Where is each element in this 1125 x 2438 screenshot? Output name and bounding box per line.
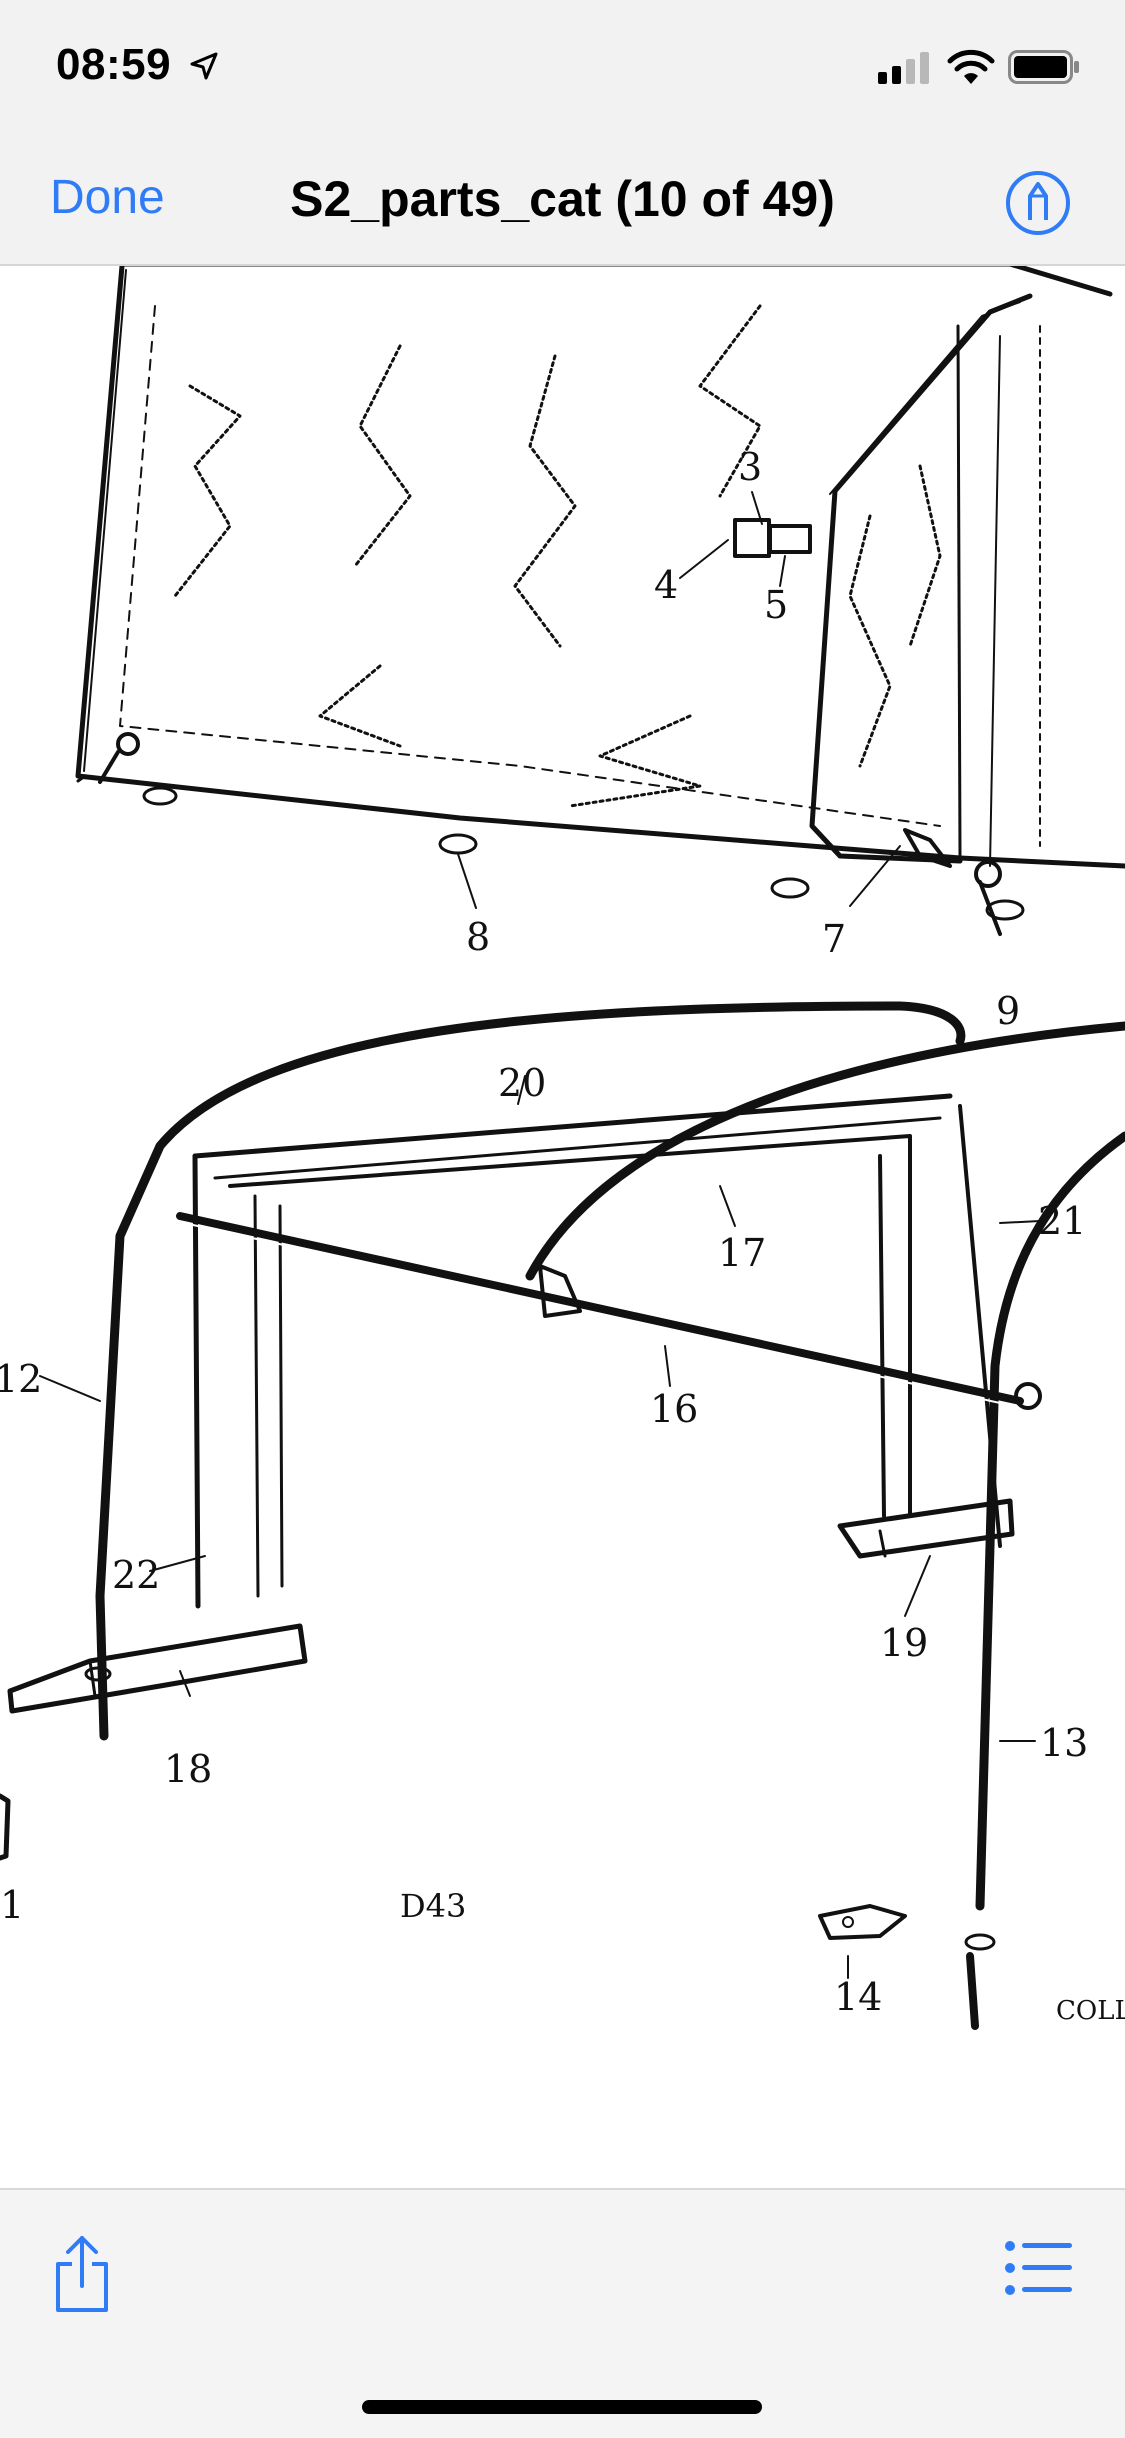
callout-21: 21 (1038, 1199, 1087, 1243)
wifi-icon (946, 48, 996, 91)
list-view-icon[interactable] (1004, 2240, 1074, 2301)
callout-19: 19 (880, 1621, 929, 1665)
cut-off-label: COLL (1056, 1996, 1125, 2026)
callout-17: 17 (718, 1231, 767, 1275)
bottom-toolbar (0, 2188, 1125, 2438)
callout-8: 8 (466, 915, 491, 959)
callout-5: 5 (764, 583, 789, 627)
callout-13: 13 (1040, 1721, 1089, 1765)
parts-diagram-drawing (0, 266, 1125, 2030)
diagram-code: D43 (400, 1887, 467, 1925)
callout-9: 9 (996, 989, 1021, 1033)
share-icon[interactable] (50, 2234, 114, 2319)
location-arrow-icon (188, 50, 220, 87)
markup-pen-icon[interactable] (1003, 168, 1073, 243)
battery-icon (1008, 50, 1080, 89)
document-title: S2_parts_cat (10 of 49) (290, 171, 835, 227)
callout-3: 3 (738, 445, 763, 489)
callout-12: 12 (0, 1357, 43, 1401)
callout-22: 22 (112, 1553, 161, 1597)
callout-4: 4 (654, 563, 679, 607)
document-page-view[interactable]: 3 4 5 7 8 9 20 21 17 16 12 22 19 18 13 1… (0, 266, 1125, 2188)
callout-20: 20 (498, 1061, 547, 1105)
callout-7: 7 (822, 917, 847, 961)
status-time: 08:59 (56, 40, 172, 89)
status-bar: 08:59 (0, 0, 1125, 140)
cellular-signal-icon (878, 52, 934, 89)
callout-18: 18 (164, 1747, 213, 1791)
home-indicator[interactable] (362, 2400, 762, 2414)
callout-14: 14 (834, 1975, 883, 2019)
navigation-bar: Done S2_parts_cat (10 of 49) (0, 140, 1125, 266)
callout-16: 16 (650, 1387, 699, 1431)
callout-1: 1 (0, 1883, 25, 1927)
done-button[interactable]: Done (50, 171, 165, 224)
